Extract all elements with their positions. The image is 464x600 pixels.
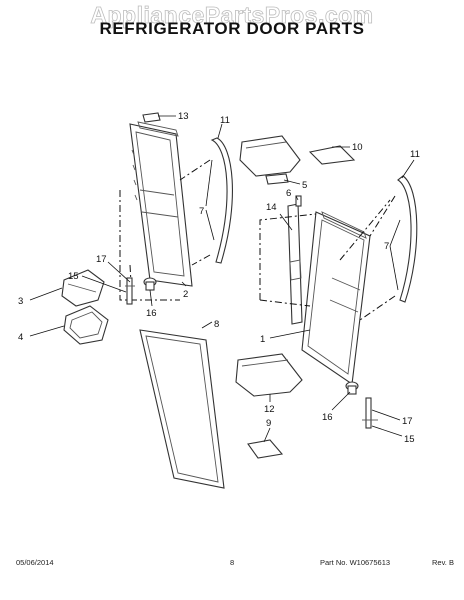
ice-bin-part-4[interactable]	[63, 305, 109, 345]
callout-16-right: 16	[322, 412, 333, 423]
callout-15-right: 15	[404, 434, 415, 445]
callout-15-left: 15	[68, 271, 79, 282]
callout-11-right: 11	[410, 149, 420, 160]
callout-17-left: 17	[96, 254, 107, 265]
door-gasket-part-8[interactable]	[139, 329, 225, 489]
callout-9: 9	[266, 418, 271, 429]
footer-part-number: Part No. W10675613	[320, 558, 391, 567]
footer-revision: Rev. B	[432, 558, 454, 567]
door-bin-part-12[interactable]	[235, 353, 303, 397]
shelf-insert-part-9[interactable]	[247, 439, 284, 459]
left-door-part-2[interactable]	[129, 121, 193, 287]
callout-11-left: 11	[220, 115, 230, 126]
callout-13: 13	[178, 111, 189, 122]
footer-page-number: 8	[230, 558, 235, 567]
callout-14: 14	[266, 202, 277, 213]
right-handle-part-11[interactable]	[397, 175, 418, 303]
watermark-logo: AppliancePartsPros.com	[90, 2, 374, 29]
shelf-insert[interactable]	[308, 145, 356, 165]
left-small-parts[interactable]	[125, 277, 157, 305]
leader-lines	[29, 115, 415, 443]
door-bin-part-10[interactable]	[239, 135, 301, 177]
footer-date: 05/06/2014	[16, 558, 54, 567]
left-handle-part-11[interactable]	[210, 137, 233, 264]
screw-part-6[interactable]	[295, 195, 302, 207]
callout-17-right: 17	[402, 416, 413, 427]
callout-7-left: 7	[199, 206, 204, 217]
callout-10: 10	[352, 142, 363, 153]
bin-cap-part-5[interactable]	[265, 173, 289, 185]
callout-7-right: 7	[384, 241, 389, 252]
hinge-cap-part-13[interactable]	[142, 112, 161, 123]
callout-labels: 13 11 7 2 17 15 16 3 4 8 10 5 6 14 11 7 …	[18, 111, 420, 445]
door-divider-part-14[interactable]	[287, 203, 303, 325]
right-alignment-lines	[259, 195, 396, 321]
left-alignment-lines	[119, 159, 211, 301]
right-door-part-1[interactable]	[301, 211, 371, 385]
callout-12: 12	[264, 404, 275, 415]
callout-6: 6	[286, 188, 291, 199]
callout-5: 5	[302, 180, 307, 191]
callout-3: 3	[18, 296, 23, 307]
ice-bin-part-3[interactable]	[61, 269, 105, 307]
callout-1: 1	[260, 334, 265, 345]
callout-2: 2	[183, 289, 188, 300]
callout-4: 4	[18, 332, 23, 343]
right-small-parts[interactable]	[345, 381, 378, 429]
callout-16-left: 16	[146, 308, 157, 319]
page-title: REFRIGERATOR DOOR PARTS	[99, 19, 365, 38]
callout-8: 8	[214, 319, 219, 330]
